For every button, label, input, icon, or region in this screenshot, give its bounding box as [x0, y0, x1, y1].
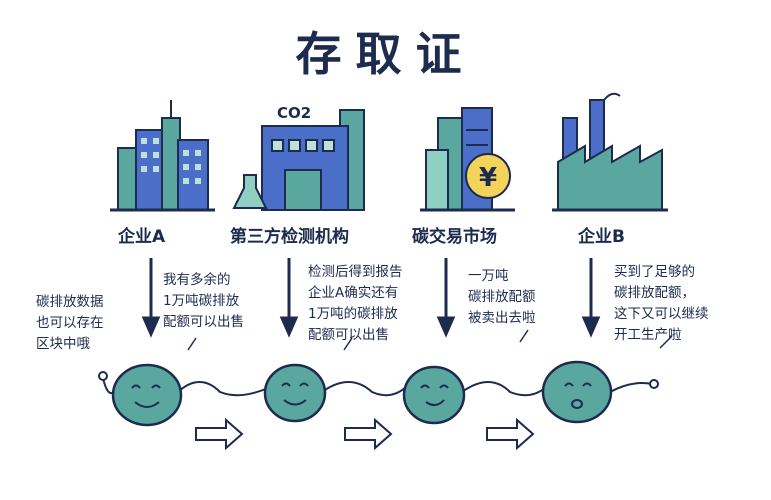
testing-lab-building-icon [232, 109, 365, 211]
flow-arrows [195, 417, 535, 451]
note-line: 配额可以出售 [163, 314, 244, 330]
block-3 [402, 365, 466, 425]
note-line: 碳排放配额， [614, 285, 695, 301]
block-1 [111, 363, 183, 427]
chain-wire [102, 377, 653, 397]
note-line: 被卖出去啦 [468, 310, 536, 326]
side-note: 碳排放数据 也可以存在 区块中哦 [36, 292, 104, 355]
station-label-trading-market: 碳交易市场 [412, 227, 497, 247]
note-line: 1万吨的碳排放 [308, 306, 398, 322]
station-label-enterprise-b: 企业B [578, 227, 625, 247]
co2-label: CO2 [277, 104, 311, 122]
note-line: 1万吨碳排放 [163, 293, 240, 309]
note-line: 企业A确实还有 [308, 285, 399, 301]
trading-market-building-icon [420, 107, 515, 212]
block-4 [541, 360, 613, 424]
block-faces [131, 382, 592, 409]
note-enterprise-b: 买到了足够的 碳排放配额， 这下又可以继续 开工生产啦 [614, 262, 709, 346]
note-line: 我有多余的 [163, 272, 231, 288]
side-note-line: 也可以存在 [36, 315, 104, 331]
note-line: 检测后得到报告 [308, 264, 403, 280]
note-line: 碳排放配额 [468, 289, 536, 305]
side-note-line: 区块中哦 [36, 336, 90, 352]
note-line: 一万吨 [468, 268, 509, 284]
side-note-line: 碳排放数据 [36, 294, 104, 310]
yuan-coin-icon [465, 153, 511, 199]
note-line: 这下又可以继续 [614, 306, 709, 322]
note-trading-market: 一万吨 碳排放配额 被卖出去啦 [468, 266, 536, 329]
note-line: 开工生产啦 [614, 327, 682, 343]
chain-end-left [98, 371, 108, 381]
block-2 [263, 363, 327, 423]
note-line: 买到了足够的 [614, 264, 695, 280]
enterprise-b-factory-icon [552, 92, 668, 212]
note-enterprise-a: 我有多余的 1万吨碳排放 配额可以出售 [163, 270, 244, 333]
note-testing-lab: 检测后得到报告 企业A确实还有 1万吨的碳排放 配额可以出售 [308, 262, 403, 346]
note-line: 配额可以出售 [308, 327, 389, 343]
down-arrows [141, 258, 601, 338]
speech-tails [187, 329, 673, 351]
yuan-symbol: ¥ [479, 163, 497, 193]
enterprise-a-buildings-icon [110, 100, 215, 212]
station-label-testing-lab: 第三方检测机构 [230, 227, 349, 247]
page-title: 存取证 [295, 27, 476, 81]
chain-end-right [649, 379, 659, 389]
station-label-enterprise-a: 企业A [118, 227, 166, 247]
